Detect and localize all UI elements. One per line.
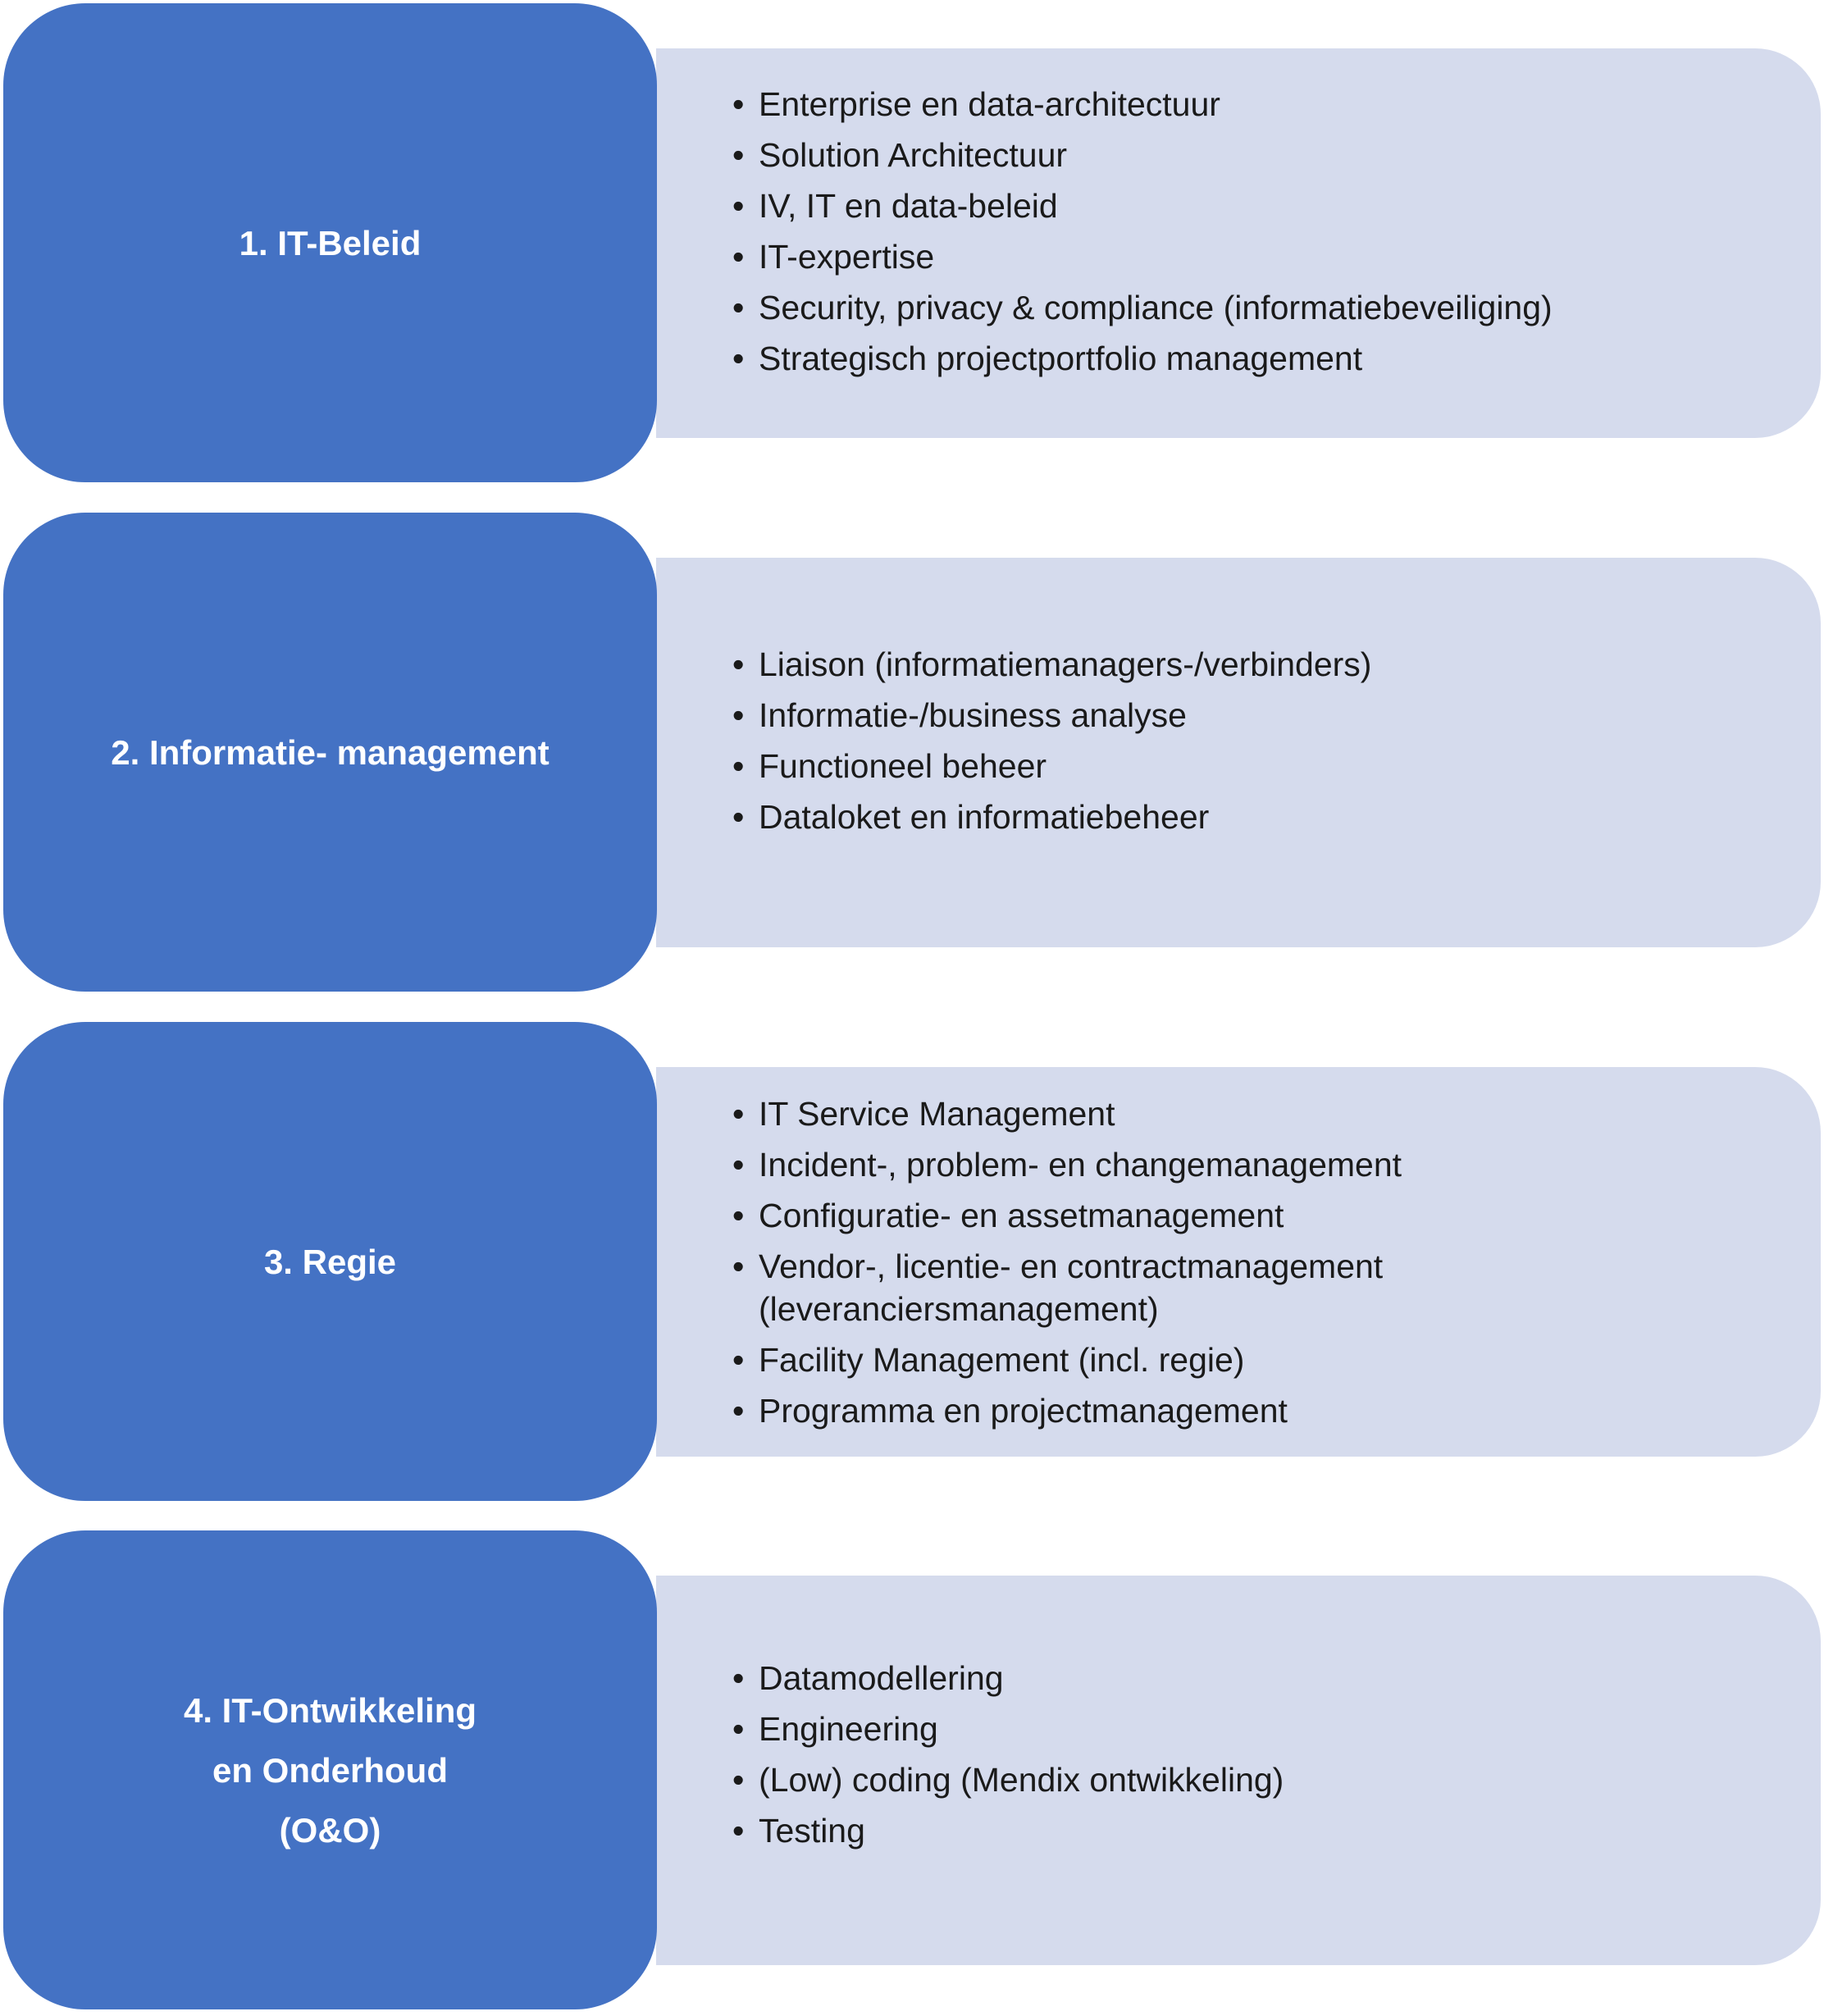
block-content-box: • Datamodellering • Engineering • (Low) cod… <box>656 1576 1821 1965</box>
bullet-dot: • <box>732 84 745 123</box>
bullet-dot: • <box>732 1196 745 1234</box>
list-item: • Solution Architectuur <box>732 134 1821 176</box>
list-item-text: IV, IT en data-beleid <box>759 186 1058 225</box>
bullet-dot: • <box>732 1247 745 1285</box>
list-item-text: Liaison (informatiemanagers-/verbinders) <box>759 645 1372 683</box>
block-content-box: • IT Service Management • Incident-, probl… <box>656 1067 1821 1457</box>
list-item: • Security, privacy & compliance (informa… <box>732 286 1821 329</box>
bullet-dot: • <box>732 288 745 326</box>
list-item: • (Low) coding (Mendix ontwikkeling) <box>732 1758 1821 1801</box>
bullet-dot: • <box>732 1658 745 1697</box>
list-item: • Programma en projectmanagement <box>732 1389 1443 1432</box>
block-title: 3. Regie <box>263 1242 397 1281</box>
list-item: • Incident-, problem- en changemanagement <box>732 1143 1443 1186</box>
bullet-dot: • <box>732 746 745 785</box>
bullet-dot: • <box>732 1760 745 1799</box>
block-label-box: 1. IT-Beleid <box>3 3 657 482</box>
list-item: • Vendor-, licentie- en contractmanagemen… <box>732 1245 1443 1330</box>
list-item-text: Engineering <box>759 1709 938 1748</box>
block-label-box: 3. Regie <box>3 1022 657 1501</box>
bullet-dot: • <box>732 1391 745 1430</box>
list-item: • Testing <box>732 1809 1821 1852</box>
bullet-dot: • <box>732 1811 745 1850</box>
bullet-dot: • <box>732 1709 745 1748</box>
block-label-box: 2. Informatie- management <box>3 513 657 992</box>
bullet-dot: • <box>732 237 745 276</box>
block-label-box: 4. IT-Ontwikkeling en Onderhoud (O&O) <box>3 1530 657 2009</box>
list-item-text: Vendor-, licentie- en contractmanagement… <box>759 1247 1384 1328</box>
block-title: 4. IT-Ontwikkeling en Onderhoud (O&O) <box>183 1690 477 1850</box>
block-it-beleid: 1. IT-Beleid • Enterprise en data-archite… <box>0 3 1824 487</box>
list-item: • Facility Management (incl. regie) <box>732 1339 1443 1381</box>
list-item: • Enterprise en data-architectuur <box>732 83 1821 125</box>
list-item-text: Incident-, problem- en changemanagement <box>759 1145 1402 1184</box>
bullet-list: • IT Service Management • Incident-, probl… <box>656 1092 1821 1432</box>
list-item: • IT Service Management <box>732 1092 1443 1135</box>
list-item-text: Functioneel beheer <box>759 746 1047 785</box>
list-item-text: Facility Management (incl. regie) <box>759 1340 1245 1379</box>
list-item-text: Programma en projectmanagement <box>759 1391 1288 1430</box>
block-content-box: • Liaison (informatiemanagers-/verbinders… <box>656 558 1821 947</box>
list-item-text: Strategisch projectportfolio management <box>759 339 1363 377</box>
list-item-text: Enterprise en data-architectuur <box>759 84 1220 123</box>
bullet-list: • Enterprise en data-architectuur • Soluti… <box>656 83 1821 380</box>
block-content-box: • Enterprise en data-architectuur • Soluti… <box>656 48 1821 438</box>
bullet-list: • Datamodellering • Engineering • (Low) cod… <box>656 1657 1821 1852</box>
bullet-list: • Liaison (informatiemanagers-/verbinders… <box>656 643 1821 838</box>
list-item: • Liaison (informatiemanagers-/verbinders… <box>732 643 1821 686</box>
bullet-dot: • <box>732 645 745 683</box>
list-item-text: Informatie-/business analyse <box>759 696 1187 734</box>
bullet-dot: • <box>732 1145 745 1184</box>
list-item-text: IT-expertise <box>759 237 935 276</box>
bullet-dot: • <box>732 696 745 734</box>
bullet-dot: • <box>732 1340 745 1379</box>
list-item: • IT-expertise <box>732 235 1821 278</box>
bullet-dot: • <box>732 1094 745 1133</box>
list-item-text: Testing <box>759 1811 865 1850</box>
list-item: • Strategisch projectportfolio management <box>732 337 1821 380</box>
block-it-ontwikkeling-onderhoud: 4. IT-Ontwikkeling en Onderhoud (O&O) • D… <box>0 1530 1824 2014</box>
list-item: • Datamodellering <box>732 1657 1821 1699</box>
list-item: • Dataloket en informatiebeheer <box>732 796 1821 838</box>
bullet-dot: • <box>732 186 745 225</box>
block-informatie-management: 2. Informatie- management • Liaison (info… <box>0 513 1824 997</box>
list-item-text: Security, privacy & compliance (informat… <box>759 288 1553 326</box>
list-item: • Engineering <box>732 1708 1821 1750</box>
block-regie: 3. Regie • IT Service Management • Inciden… <box>0 1022 1824 1506</box>
list-item-text: (Low) coding (Mendix ontwikkeling) <box>759 1760 1284 1799</box>
block-title: 1. IT-Beleid <box>239 223 422 262</box>
list-item: • Functioneel beheer <box>732 745 1821 787</box>
bullet-dot: • <box>732 797 745 836</box>
list-item-text: IT Service Management <box>759 1094 1115 1133</box>
list-item: • Configuratie- en assetmanagement <box>732 1194 1443 1237</box>
bullet-dot: • <box>732 339 745 377</box>
block-title: 2. Informatie- management <box>111 732 549 772</box>
list-item-text: Configuratie- en assetmanagement <box>759 1196 1284 1234</box>
list-item-text: Dataloket en informatiebeheer <box>759 797 1210 836</box>
bullet-dot: • <box>732 135 745 174</box>
list-item-text: Datamodellering <box>759 1658 1004 1697</box>
list-item: • Informatie-/business analyse <box>732 694 1821 737</box>
list-item-text: Solution Architectuur <box>759 135 1068 174</box>
list-item: • IV, IT en data-beleid <box>732 185 1821 227</box>
